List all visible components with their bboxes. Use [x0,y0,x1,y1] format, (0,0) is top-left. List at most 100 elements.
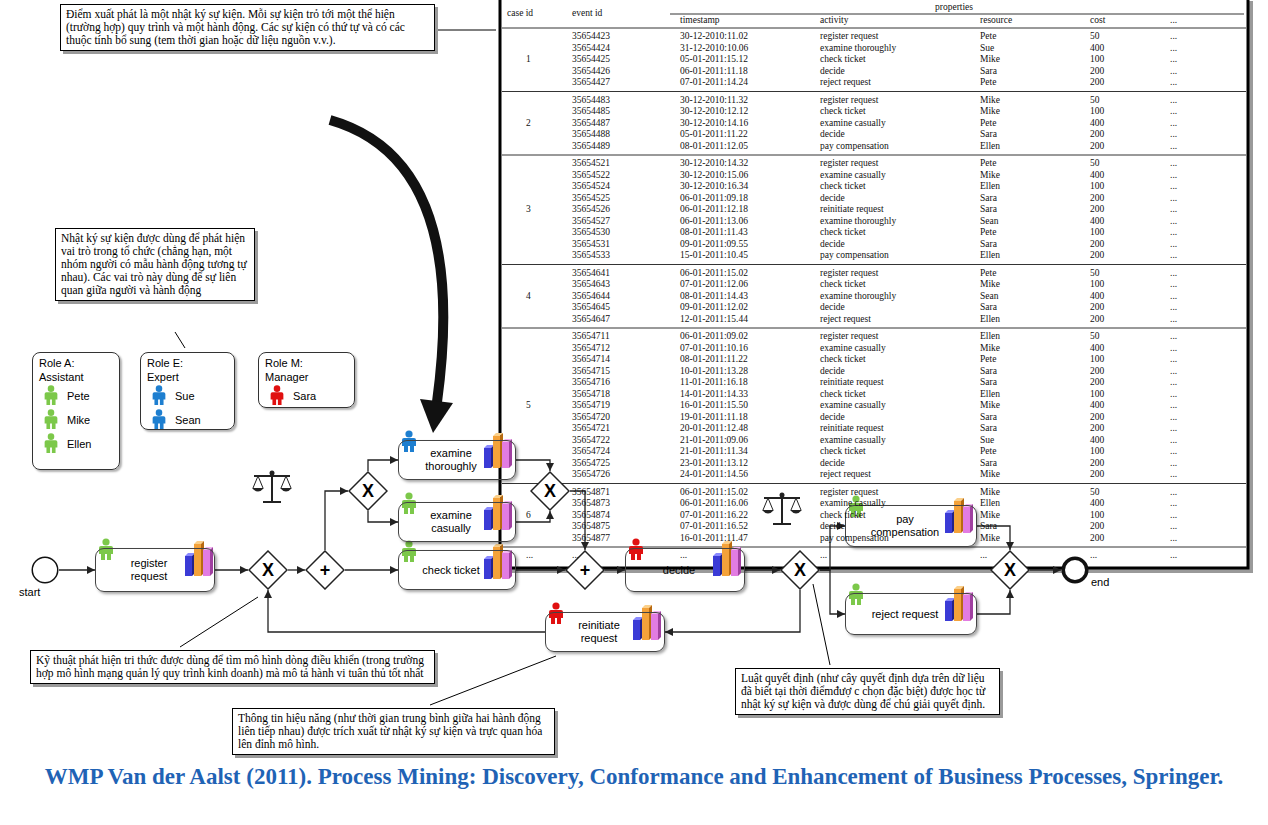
table-cell: Sue [980,43,994,55]
table-cell: register request [820,95,878,107]
table-cell: 35654525 [572,193,610,205]
event-log-table [500,0,1248,568]
person-name: Pete [67,389,90,403]
leader-line [175,332,185,348]
role-name: Role A: Assistant [39,356,101,384]
table-cell: reject request [820,77,871,89]
leader-line [813,584,830,665]
table-cell: 35654487 [572,118,610,130]
table-cell: ... [1170,170,1177,182]
role-box: Role M: ManagerSara [258,352,355,408]
table-cell: Mike [980,400,1000,412]
table-cell: 50 [1090,31,1100,43]
sequence-flow [745,569,780,570]
event-circle: end [1061,556,1089,584]
role-name: Role M: Manager [265,356,327,384]
table-rule [502,483,1246,484]
table-cell: ... [1170,510,1177,522]
activity-box: reinitiate request [545,612,665,652]
table-cell: ... [1170,158,1177,170]
table-cell: ... [1170,354,1177,366]
table-cell: 21-01-2011:11.34 [680,446,748,458]
gateway-diamond: X [780,550,820,590]
table-cell: 200 [1090,77,1104,89]
person-icon [45,433,58,453]
activity-box: register request [95,548,215,592]
table-cell: check ticket [820,54,866,66]
table-cell: 400 [1090,343,1104,355]
table-cell: ... [1170,331,1177,343]
person-name: Mike [67,413,90,427]
table-cell: 35654488 [572,129,610,141]
table-cell: ... [1170,129,1177,141]
table-cell: 35654712 [572,343,610,355]
table-cell: reinitiate request [820,377,884,389]
gateway-diamond: + [565,550,605,590]
event-circle: start [31,556,59,584]
table-cell: pay compensation [820,250,889,262]
table-cell: ... [1170,77,1177,89]
table-rule [502,155,1246,156]
table-cell: ... [1170,31,1177,43]
table-cell: 100 [1090,54,1104,66]
circle-outline [1061,556,1089,584]
sequence-flow [516,511,550,522]
table-cell: 35654726 [572,469,610,481]
table-cell: examine casually [820,435,886,447]
table-cell: ... [1170,239,1177,251]
table-cell: 400 [1090,43,1104,55]
table-cell: 06-01-2011:15.02 [680,487,748,499]
table-cell: examine thoroughly [820,43,896,55]
table-cell: examine casually [820,170,886,182]
case-id: 6 [526,510,531,522]
sequence-flow [268,590,545,632]
table-cell: Mike [980,487,1000,499]
sequence-flow [516,460,550,471]
table-cell: ... [1170,458,1177,470]
table-cell: 11-01-2011:16.18 [680,377,748,389]
table-cell: 35654423 [572,31,610,43]
gateway-symbol: X [262,561,274,579]
table-cell: 100 [1090,106,1104,118]
callout-text: Thông tin hiệu năng (như thời gian trung… [238,712,549,751]
table-cell: 24-01-2011:14.56 [680,469,748,481]
table-cell: 35654714 [572,354,610,366]
table-cell: 30-12-2010:11.32 [680,95,748,107]
gateway-symbol: X [362,482,374,500]
gateway-diamond: X [530,471,570,511]
table-cell: 35654716 [572,377,610,389]
table-cell: reject request [820,314,871,326]
person-icon [402,430,416,452]
person-name: Ellen [67,437,91,451]
table-cell: 07-01-2011:16.22 [680,510,748,522]
table-cell: ... [1170,412,1177,424]
table-cell: ... [1170,268,1177,280]
role-box: Role A: AssistantPeteMikeEllen [32,352,120,470]
sequence-flow [288,569,305,570]
gateway-symbol: + [320,561,331,579]
annotation-callout: Thông tin hiệu năng (như thời gian trung… [232,708,555,755]
table-cell: ... [1170,54,1177,66]
person-name: Sara [293,389,316,403]
table-cell: 100 [1090,354,1104,366]
table-cell: 50 [1090,95,1100,107]
balance-symbol [252,471,292,503]
table-cell: 50 [1090,268,1100,280]
activity-name: reinitiate request [566,619,632,645]
table-cell: Sara [980,423,997,435]
table-cell: 35654644 [572,291,610,303]
table-cell: ... [1170,366,1177,378]
table-cell: 35654489 [572,141,610,153]
table-cell: 35654521 [572,158,610,170]
table-cell: Mike [980,343,1000,355]
table-cell: 07-01-2011:16.52 [680,521,748,533]
table-cell: ... [1170,389,1177,401]
table-cell: 35654530 [572,227,610,239]
table-rule [670,14,1244,15]
table-cell: 35654527 [572,216,610,228]
table-cell: 35654485 [572,106,610,118]
table-cell: Mike [980,279,1000,291]
table-cell: register request [820,487,878,499]
table-cell: 400 [1090,498,1104,510]
table-cell: ... [1170,118,1177,130]
